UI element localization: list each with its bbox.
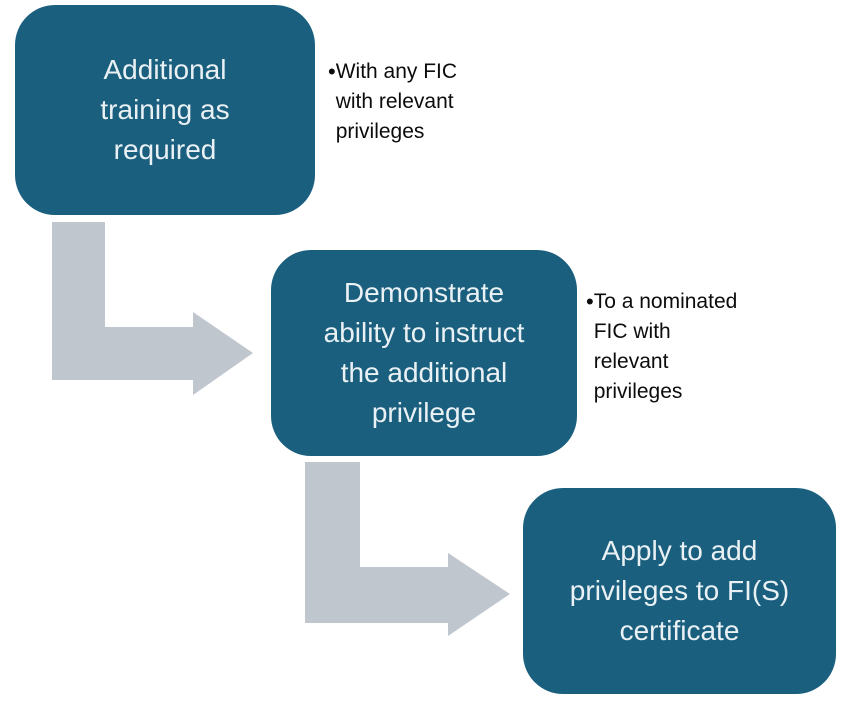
note-text: To a nominated FIC with relevant privile… <box>593 290 738 403</box>
step-box-label: Demonstrate ability to instruct the addi… <box>323 277 525 428</box>
step-box-label: Apply to add privileges to FI(S) certifi… <box>569 535 790 646</box>
bent-arrow-down-right-icon-1 <box>52 222 253 395</box>
step-box-demonstrate-ability: Demonstrate ability to instruct the addi… <box>271 250 577 456</box>
bullet-marker-icon: • <box>328 59 336 84</box>
step-box-additional-training: Additional training as required <box>15 5 315 215</box>
note-text: With any FIC with relevant privileges <box>335 60 458 143</box>
step-box-label: Additional training as required <box>100 54 230 165</box>
note-nominated-fic: • To a nominated FIC with relevant privi… <box>586 287 796 407</box>
bullet-marker-icon: • <box>586 289 594 314</box>
step-box-apply-privileges: Apply to add privileges to FI(S) certifi… <box>523 488 836 694</box>
note-with-any-fic: • With any FIC with relevant privileges <box>328 57 518 147</box>
bent-arrow-down-right-icon-2 <box>305 462 510 636</box>
